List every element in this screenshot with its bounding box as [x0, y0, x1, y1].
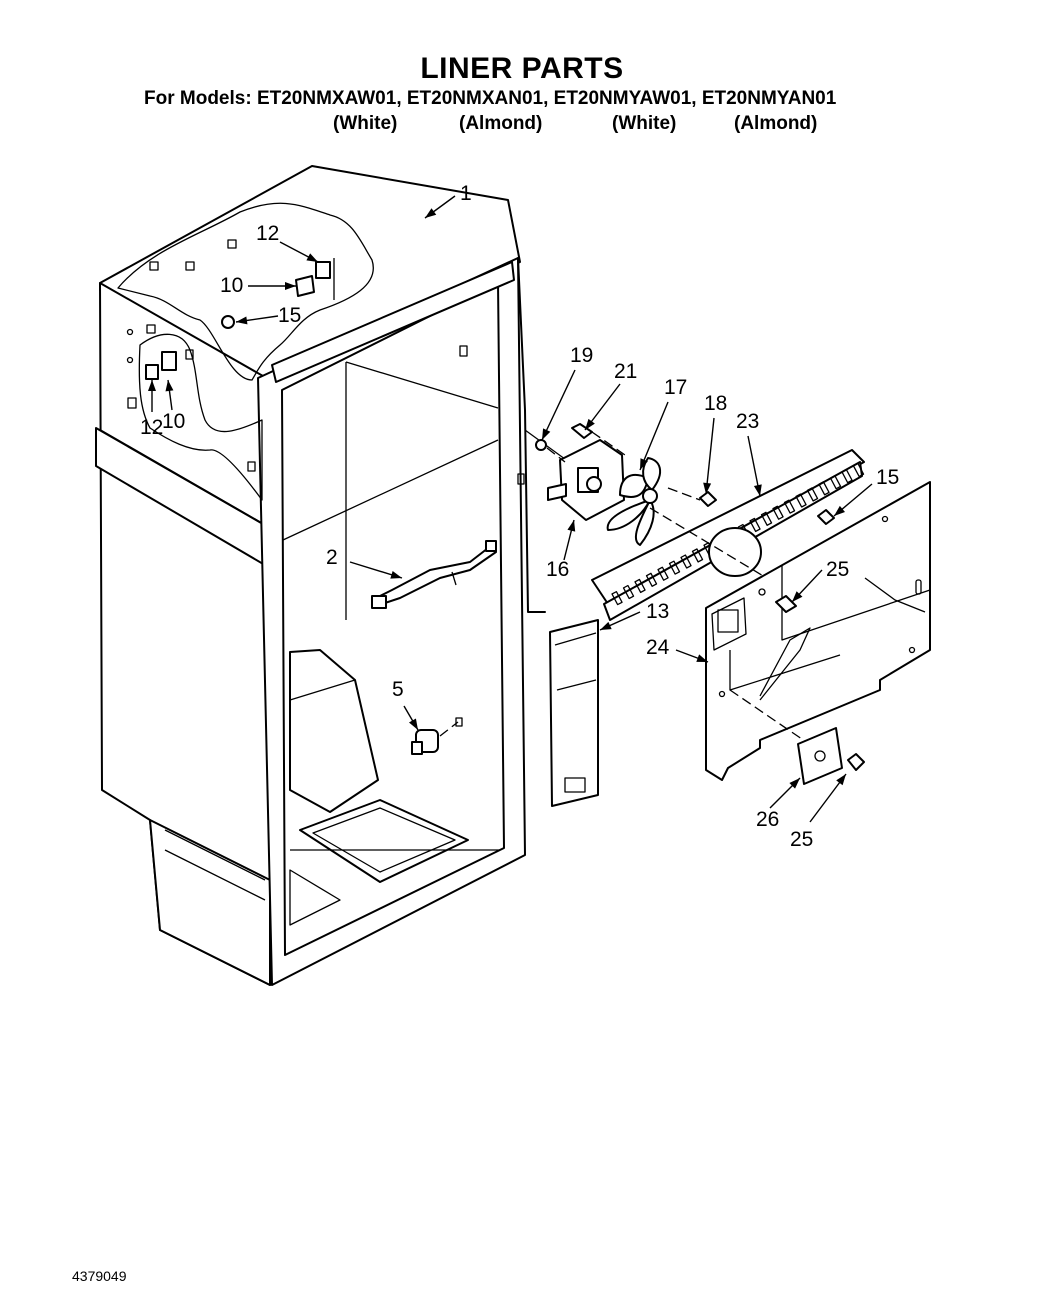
callout-18: 18 — [704, 392, 727, 415]
callout-21: 21 — [614, 360, 637, 383]
callout-16: 16 — [546, 558, 569, 581]
color-label-3: (White) — [612, 113, 677, 134]
cover-plate-part-26 — [797, 727, 865, 785]
color-label-2: (Almond) — [459, 113, 543, 134]
callout-17: 17 — [664, 376, 687, 399]
liner-cabinet — [95, 165, 581, 986]
callout-1: 1 — [460, 182, 472, 205]
plug-part-5 — [411, 717, 463, 755]
callout-5: 5 — [392, 678, 404, 701]
callout-25-upper: 25 — [826, 558, 849, 581]
callout-10-top: 10 — [220, 274, 243, 297]
air-channel-part-13 — [549, 619, 599, 807]
models-line: For Models: ET20NMXAW01, ET20NMXAN01, ET… — [144, 88, 837, 109]
callout-10-side: 10 — [162, 410, 185, 433]
callout-25-lower: 25 — [790, 828, 813, 851]
fan-motor-assembly — [535, 423, 717, 546]
callout-19: 19 — [570, 344, 593, 367]
callout-15-right: 15 — [876, 466, 899, 489]
callout-12-side: 12 — [140, 416, 163, 439]
rear-panel-part-24 — [705, 481, 931, 781]
document-number: 4379049 — [72, 1268, 127, 1284]
callout-13: 13 — [646, 600, 669, 623]
color-label-4: (Almond) — [734, 113, 818, 134]
callout-23: 23 — [736, 410, 759, 433]
callout-labels: 1 12 10 15 12 10 19 21 17 18 23 15 16 2 … — [140, 182, 899, 851]
callout-24: 24 — [646, 636, 670, 659]
callout-2: 2 — [326, 546, 338, 569]
callout-15-top: 15 — [278, 304, 301, 327]
color-label-1: (White) — [333, 113, 398, 134]
wire-harness-part-2 — [371, 540, 497, 609]
callout-26: 26 — [756, 808, 779, 831]
page-title: LINER PARTS — [420, 52, 624, 85]
callout-12-top: 12 — [256, 222, 279, 245]
leader-arrows — [148, 195, 873, 823]
